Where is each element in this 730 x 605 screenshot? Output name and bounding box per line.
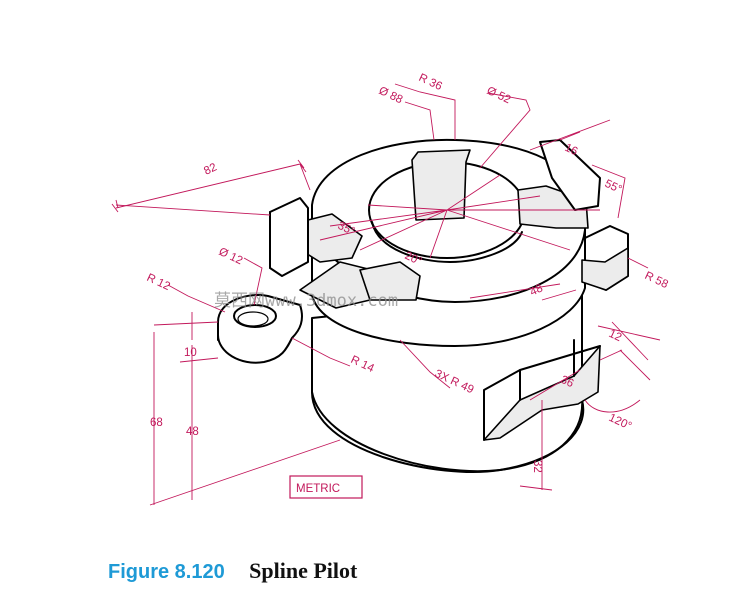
lower-cylinder-base — [311, 391, 584, 473]
dim-r58: R 58 — [643, 270, 670, 291]
bore-depth-edge — [371, 221, 523, 263]
dim-r12: R 12 — [145, 272, 172, 293]
lug-hole-inner — [237, 311, 269, 327]
dim-d12: Ø 12 — [217, 246, 245, 267]
dim-d52: Ø 52 — [485, 85, 513, 106]
spline-pilot-drawing: Ø 88 R 36 Ø 52 16 55° 82 35° 20° Ø 12 R … — [111, 72, 670, 506]
dim-48b: 48 — [186, 426, 199, 438]
right-key-face — [581, 247, 629, 291]
metric-label: METRIC — [296, 483, 340, 495]
dim-16: 16 — [563, 142, 580, 158]
dim-d88: Ø 88 — [377, 85, 405, 106]
figure-number: Figure 8.120 — [108, 561, 225, 583]
dim-36: 36 — [559, 374, 576, 390]
front-key-inner — [519, 339, 575, 401]
figure-caption: Figure 8.120 Spline Pilot — [108, 558, 357, 584]
dim-48a: 48 — [528, 282, 545, 298]
dim-82: 82 — [202, 161, 219, 177]
lower-center-tooth — [359, 261, 421, 301]
object-geometry — [217, 138, 629, 473]
lug-hole — [233, 304, 277, 328]
front-key-top — [483, 345, 601, 441]
spline-tooth-top — [411, 149, 471, 221]
dim-120: 120° — [607, 412, 634, 433]
watermark: 莫西网www.3dmox.com — [214, 291, 398, 311]
dim-12b: 12 — [607, 328, 624, 344]
metric-note: METRIC — [289, 475, 363, 499]
dim-55: 55° — [603, 178, 624, 196]
dim-68: 68 — [150, 417, 163, 429]
dim-r36: R 36 — [417, 72, 444, 93]
left-key — [269, 197, 309, 277]
dim-10: 10 — [184, 347, 197, 359]
dimension-lines — [111, 83, 661, 506]
dim-32: 32 — [531, 460, 543, 473]
figure-title: Spline Pilot — [249, 558, 358, 583]
